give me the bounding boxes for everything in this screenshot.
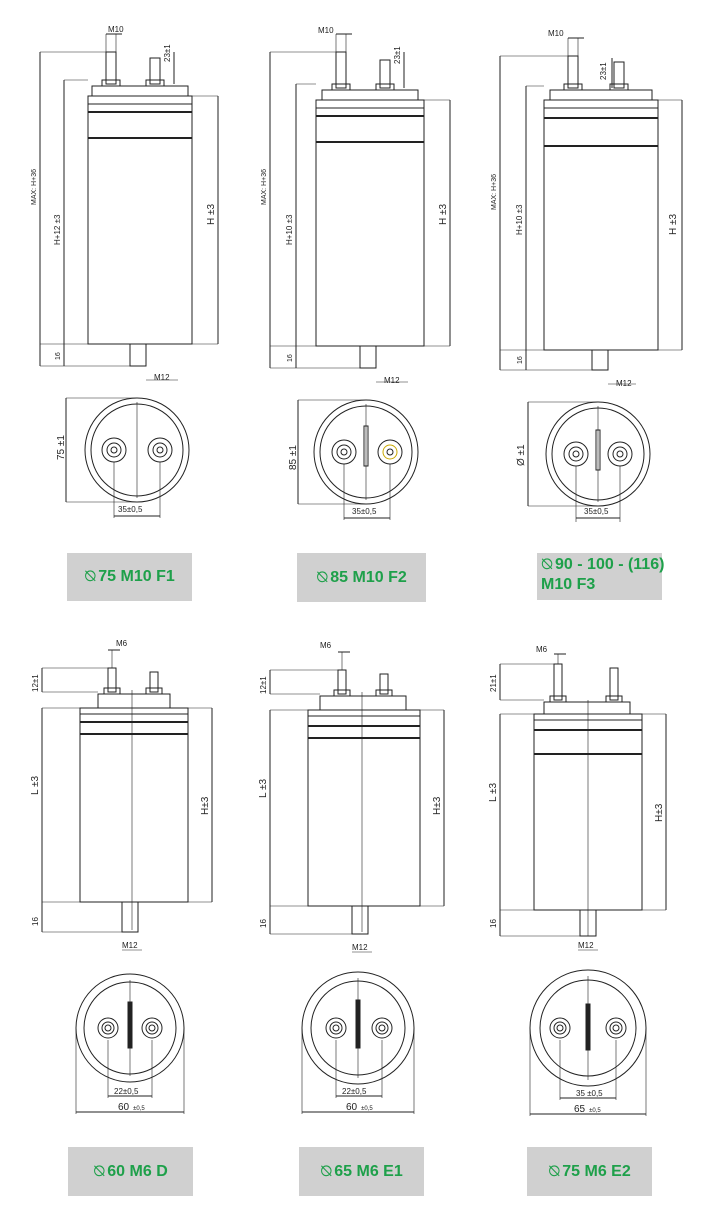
f3-diameter-label: Ø ±1 [516, 444, 527, 466]
diameter-icon: ⦰ [320, 1162, 333, 1180]
f1-body-label: H+12 ±3 [53, 214, 62, 245]
caption-f2: ⦰85 M10 F2 [297, 553, 426, 602]
e1-stud-label: M12 [352, 943, 368, 952]
f2-overall-label: H ±3 [438, 204, 449, 225]
f2-thread-label: M10 [318, 26, 334, 35]
f3-spacing-label: 35±0,5 [584, 507, 609, 516]
f2-diameter-label: 85 ±1 [288, 445, 299, 470]
f2-height-tol-label: 23±1 [393, 46, 402, 64]
e2-width-tol: ±0,5 [589, 1108, 601, 1114]
e1-body-label: L ±3 [258, 779, 269, 798]
d-width-label: 60±0,5 [118, 1102, 145, 1113]
e2-overall-label: H±3 [654, 803, 665, 822]
e1-overall-label: H±3 [432, 796, 443, 815]
f1-stud-label: M12 [154, 373, 170, 382]
e1-thread-label: M6 [320, 641, 332, 650]
e1-spacing-label: 22±0,5 [342, 1087, 367, 1096]
d-stud-label: M12 [122, 941, 138, 950]
d-body-label: L ±3 [30, 776, 41, 795]
caption-f3-text-line2: M10 F3 [541, 576, 596, 593]
d-base-label: 16 [31, 917, 40, 926]
f3-base-label: 16 [517, 356, 524, 364]
variant-f2-side-view [269, 33, 451, 383]
e1-width-tol: ±0,5 [361, 1106, 373, 1112]
e2-stud-label: M12 [578, 941, 594, 950]
e2-height-tol-label: 21±1 [489, 674, 498, 692]
diameter-icon: ⦰ [541, 556, 554, 573]
caption-e1: ⦰65 M6 E1 [299, 1147, 424, 1196]
f2-max-label: MAX: H+36 [261, 169, 268, 205]
d-height-tol-label: 12±1 [31, 674, 40, 692]
f2-body-label: H+10 ±3 [285, 214, 294, 245]
variant-d-top-view [75, 973, 185, 1114]
diameter-icon: ⦰ [548, 1162, 561, 1180]
f1-overall-label: H ±3 [206, 204, 217, 225]
caption-f1: ⦰75 M10 F1 [67, 553, 192, 601]
d-thread-label: M6 [116, 639, 128, 648]
caption-e2: ⦰75 M6 E2 [527, 1147, 652, 1196]
f3-stud-label: M12 [616, 379, 632, 388]
f3-body-label: H+10 ±3 [515, 204, 524, 235]
diameter-icon: ⦰ [84, 568, 97, 585]
f2-stud-label: M12 [384, 376, 400, 385]
caption-f2-text: 85 M10 F2 [330, 568, 407, 586]
d-width-tol: ±0,5 [133, 1106, 145, 1112]
caption-f3: ⦰90 - 100 - (116) M10 F3 [537, 553, 665, 600]
e1-base-label: 16 [259, 919, 268, 928]
caption-d: ⦰60 M6 D [68, 1147, 193, 1196]
d-spacing-label: 22±0,5 [114, 1087, 139, 1096]
variant-f3-side-view [499, 37, 683, 385]
variant-e2-top-view [529, 969, 647, 1116]
caption-e1-text: 65 M6 E1 [334, 1162, 403, 1180]
e1-height-tol-label: 12±1 [259, 676, 268, 694]
d-overall-label: H±3 [200, 796, 211, 815]
f3-max-label: MAX: H+36 [491, 174, 498, 210]
caption-d-text: 60 M6 D [107, 1162, 168, 1180]
f2-base-label: 16 [287, 354, 294, 362]
e2-width-value: 65 [574, 1104, 586, 1115]
variant-d-side-view [41, 649, 213, 951]
f1-spacing-label: 35±0,5 [118, 505, 143, 514]
variant-f1-side-view [39, 33, 219, 381]
e2-width-label: 65±0,5 [574, 1104, 601, 1115]
f3-thread-label: M10 [548, 29, 564, 38]
variant-e2-side-view [499, 653, 667, 951]
f1-thread-label: M10 [108, 25, 124, 34]
f1-height-tol-label: 23±1 [163, 44, 172, 62]
f1-diameter-label: 75 ±1 [56, 435, 67, 460]
d-width-value: 60 [118, 1102, 130, 1113]
variant-e1-side-view [269, 651, 445, 953]
variant-f2-top-view [297, 399, 419, 520]
f1-max-label: MAX: H+36 [31, 169, 38, 205]
f2-spacing-label: 35±0,5 [352, 507, 377, 516]
caption-f3-text-line1: 90 - 100 - (116) [555, 556, 665, 573]
e2-body-label: L ±3 [488, 783, 499, 802]
e1-width-label: 60±0,5 [346, 1102, 373, 1113]
e2-thread-label: M6 [536, 645, 548, 654]
e1-width-value: 60 [346, 1102, 358, 1113]
e2-spacing-label: 35 ±0,5 [576, 1089, 603, 1098]
variant-f1-top-view [65, 397, 190, 518]
f3-overall-label: H ±3 [668, 214, 679, 235]
caption-f1-text: 75 M10 F1 [98, 568, 175, 585]
f1-base-label: 16 [55, 352, 62, 360]
diameter-icon: ⦰ [316, 568, 329, 586]
caption-e2-text: 75 M6 E2 [562, 1162, 631, 1180]
diameter-icon: ⦰ [93, 1162, 106, 1180]
variant-e1-top-view [301, 971, 415, 1114]
e2-base-label: 16 [489, 919, 498, 928]
f3-height-tol-label: 23±1 [599, 62, 608, 80]
variant-f3-top-view [527, 401, 651, 522]
